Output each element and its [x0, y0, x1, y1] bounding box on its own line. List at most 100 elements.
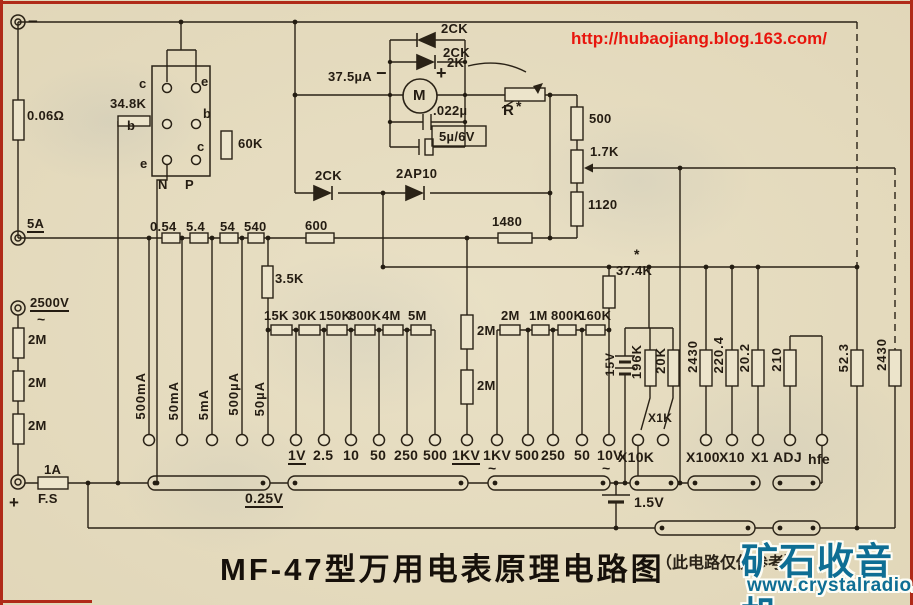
kv-2m-label-2: 2M: [477, 378, 496, 393]
acv-chain-2m: 2M: [501, 308, 520, 323]
range-1v-label: 1V: [288, 447, 306, 465]
socket-pin-e2: e: [140, 156, 148, 171]
ohm-20k-label: 20K: [653, 347, 668, 374]
socket-pnp-label: P: [185, 177, 194, 192]
socket-npn-label: N: [158, 177, 168, 192]
battery-1-5v-label: 1.5V: [634, 494, 664, 510]
r3-5k-label: 3.5K: [275, 271, 304, 286]
meter-m-label: M: [413, 87, 426, 104]
meter-sensitivity-label: 37.5µA: [328, 69, 372, 84]
fuse-rating-label: 1A: [44, 462, 62, 477]
range-250-label: 250: [394, 447, 419, 463]
dcv-chain-4m: 4M: [382, 308, 401, 323]
r1480-label: 1480: [492, 214, 523, 229]
range-x10-label: X10: [719, 449, 745, 465]
r60k-label: 60K: [238, 136, 263, 151]
pos-terminal-label: +: [9, 493, 20, 512]
ohm-20-2-label: 20.2: [737, 343, 752, 373]
dcv-chain-150k: 150K: [319, 308, 352, 323]
diode-symbols: [313, 31, 436, 202]
range-50-ac-label: 50: [574, 447, 591, 463]
range-50-label: 50: [370, 447, 387, 463]
r500-label: 500: [589, 111, 612, 126]
range-terminals: [142, 433, 829, 447]
diode-2ap10-label: 2AP10: [396, 166, 438, 181]
pot-name-label: R: [503, 102, 515, 119]
neg-terminal-label: −: [28, 12, 39, 31]
dcv-chain-800k: 800K: [349, 308, 382, 323]
range-10-label: 10: [343, 447, 360, 463]
ohm-210-label: 210: [769, 347, 784, 372]
hv-2m-label-2: 2M: [28, 375, 47, 390]
probe-terminals: [10, 14, 26, 490]
ohm-2430b-label: 2430: [874, 338, 889, 371]
range-50ua-label: 50µA: [252, 381, 267, 417]
r37-4k-star-mark: *: [634, 246, 640, 262]
diode-2ck-label-2: 2CK: [443, 45, 470, 60]
diode-2ck-label-3: 2CK: [315, 168, 342, 183]
acv-chain-800k: 800K: [551, 308, 584, 323]
resistors: [12, 87, 902, 490]
cap-022-label: .022µ: [433, 103, 468, 118]
battery-15v: [615, 355, 635, 376]
range-250-ac-label: 250: [541, 447, 566, 463]
meter-minus-sign: −: [376, 63, 387, 83]
range-10v-ac-mark: ~: [602, 460, 611, 476]
dcv-chain-30k: 30K: [292, 308, 317, 323]
acv-chain-1m: 1M: [529, 308, 548, 323]
range-500ua-label: 500µA: [226, 372, 241, 416]
dashed-wires: [856, 22, 896, 350]
ohm-2430a-label: 2430: [685, 340, 700, 373]
range-1kv-dc-label: 1KV: [452, 447, 481, 465]
r1120-label: 1120: [588, 197, 618, 212]
range-500-label: 500: [423, 447, 448, 463]
capacitor-extras: [424, 125, 487, 156]
diode-2ck-label-1: 2CK: [441, 21, 468, 36]
range-x1-label: X1: [751, 449, 769, 465]
watermark-site[interactable]: www.crystalradio.cn: [747, 575, 913, 596]
range-10v-ac-label: 10V: [597, 447, 623, 463]
range-hfe-label: hfe: [808, 451, 830, 467]
battery-15v-label: 15V: [603, 352, 617, 377]
blog-url[interactable]: http://hubaojiang.blog.163.com/: [571, 29, 827, 48]
range-adj-label: ADJ: [773, 449, 802, 465]
range-500-ac-label: 500: [515, 447, 540, 463]
range-500ma-label: 500mA: [133, 372, 148, 420]
ladder-r4-label: 540: [244, 219, 267, 234]
pot-star-mark: *: [516, 98, 522, 114]
range-1kv-ac-label: 1KV: [483, 447, 512, 463]
terminal-5a-label: 5A: [27, 216, 45, 233]
range-x1k-label: X1K: [648, 411, 673, 425]
r600-label: 600: [305, 218, 328, 233]
socket-pin-e1: e: [201, 74, 209, 89]
range-x10k-label: X10K: [618, 449, 655, 465]
socket-pin-b1: b: [127, 118, 136, 133]
schematic-title: MF-47型万用电表原理电路图: [220, 552, 665, 587]
r1-7k-label: 1.7K: [590, 144, 619, 159]
dcv-chain-5m: 5M: [408, 308, 427, 323]
range-2-5-label: 2.5: [313, 447, 334, 463]
dcv-chain-15k: 15K: [264, 308, 289, 323]
ladder-r3-label: 54: [220, 219, 236, 234]
socket-pin-b2: b: [203, 106, 212, 121]
fuse-label: F.S: [38, 491, 58, 506]
terminal-2500v-ac-mark: ~: [37, 311, 46, 327]
shunt-resistor-label: 0.06Ω: [27, 108, 65, 123]
ohm-196k-label: 196K: [629, 344, 644, 380]
range-5ma-label: 5mA: [196, 389, 211, 421]
ohm-52-3-label: 52.3: [836, 343, 851, 373]
r34_8k-label: 34.8K: [110, 96, 147, 111]
hv-2m-label-1: 2M: [28, 332, 47, 347]
r37-4k-label: 37.4K: [616, 263, 653, 278]
socket-pin-c1: c: [139, 76, 147, 91]
ladder-r2-label: 5.4: [186, 219, 205, 234]
kv-2m-label-1: 2M: [477, 323, 496, 338]
acv-chain-160k: 160K: [579, 308, 612, 323]
range-1kv-ac-mark: ~: [488, 460, 497, 476]
schematic-note: （此电路仅供参考）: [656, 555, 801, 572]
cap-5u6v-label: 5µ/6V: [439, 129, 475, 144]
meter-symbol: [402, 78, 438, 114]
wire-lines: [17, 21, 896, 529]
